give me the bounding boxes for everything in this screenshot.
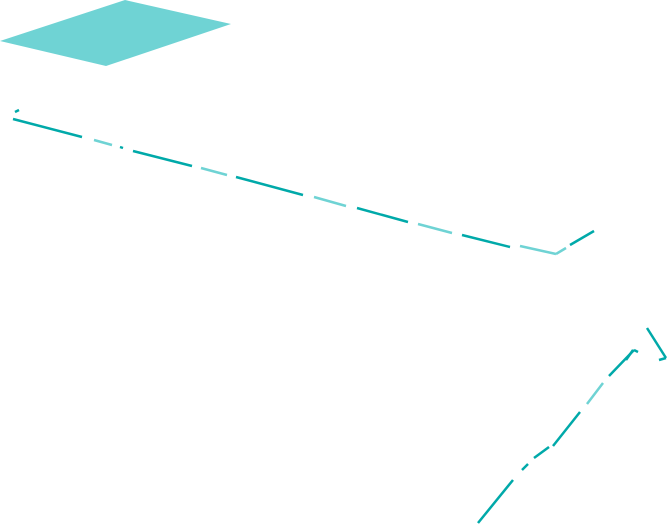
- arrow-shaft-segment: [633, 348, 639, 354]
- line-segment: [313, 195, 347, 208]
- line-segment: [519, 244, 557, 256]
- dashed-arrow: [477, 327, 667, 524]
- line-segment: [555, 246, 567, 256]
- line-segment: [12, 117, 83, 139]
- arrowhead-left: [624, 349, 635, 361]
- arrow-shaft-segment: [521, 463, 529, 471]
- line-segment: [200, 166, 228, 177]
- line-segment: [132, 149, 193, 168]
- arrow-shaft-segment: [533, 445, 550, 460]
- line-segment: [356, 206, 409, 224]
- arrowhead-right: [645, 327, 667, 359]
- line-segment: [417, 222, 453, 235]
- arrow-shaft-segment: [477, 479, 514, 524]
- teal-rhombus-shape: [0, 0, 231, 66]
- arrow-shaft-segment: [586, 382, 604, 405]
- arrow-shaft-segment: [552, 411, 581, 447]
- line-segment: [235, 175, 304, 197]
- dashed-diagonal-line: [12, 108, 595, 256]
- line-segment: [119, 145, 124, 150]
- line-segment: [569, 229, 595, 247]
- line-segment: [461, 233, 511, 249]
- line-segment-tick: [14, 108, 20, 114]
- arrowhead-base: [658, 356, 667, 362]
- line-segment: [93, 138, 113, 147]
